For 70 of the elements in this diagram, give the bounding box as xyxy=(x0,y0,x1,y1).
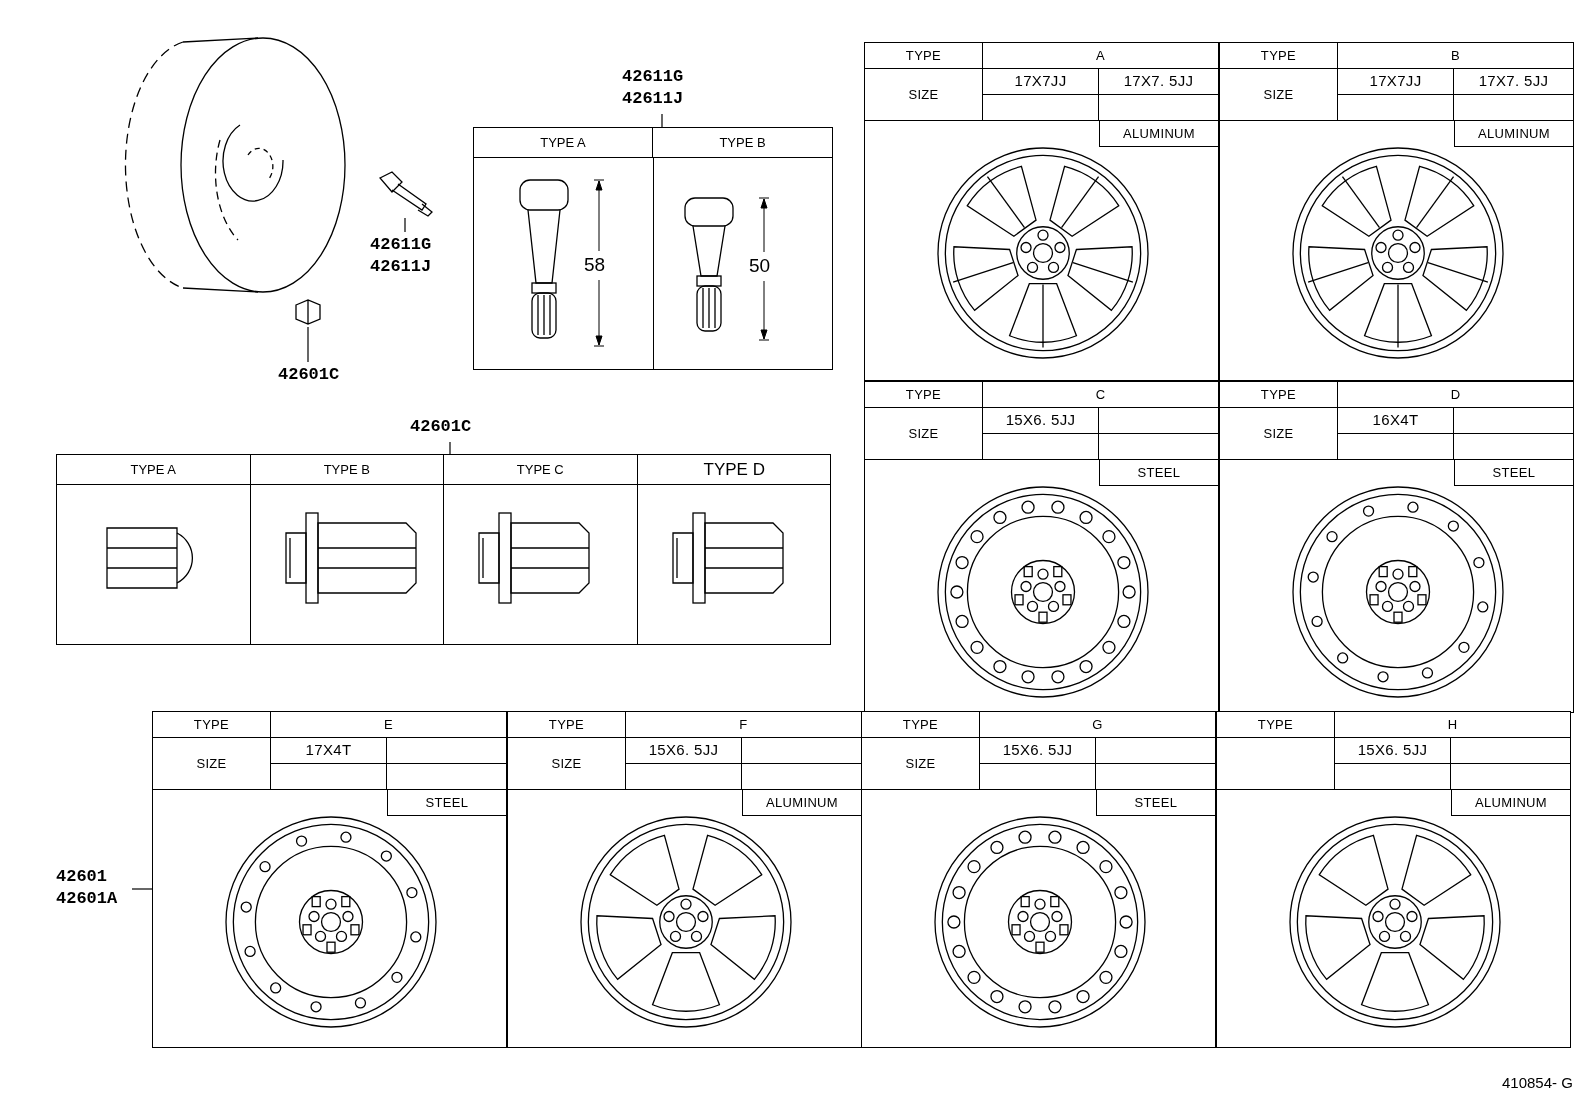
material-label: ALUMINUM xyxy=(1475,793,1547,812)
size-value: 15X6. 5JJ xyxy=(1002,740,1073,761)
table-header: SIZE xyxy=(196,754,227,773)
table-header: TYPE D xyxy=(703,458,765,481)
size-value: 15X6. 5JJ xyxy=(1357,740,1428,761)
wheel-panel xyxy=(507,711,862,1048)
part-number: 42601C xyxy=(410,416,490,440)
table-header: TYPE xyxy=(905,46,942,65)
material-label: ALUMINUM xyxy=(766,793,838,812)
table-header: TYPE B xyxy=(719,133,766,152)
wheel-panel xyxy=(1219,42,1574,381)
parts-table xyxy=(473,127,833,370)
table-header: TYPE B xyxy=(323,460,370,479)
part-number: 42601 42601A xyxy=(56,866,130,912)
drawing-number: 410854- G xyxy=(1502,1074,1573,1091)
table-header: TYPE xyxy=(1260,385,1297,404)
dimension-value: 50 xyxy=(749,255,771,276)
table-header: TYPE A xyxy=(130,460,176,479)
table-header: SIZE xyxy=(908,424,939,443)
type-letter: G xyxy=(1092,715,1103,734)
parts-table xyxy=(56,454,831,645)
table-header: SIZE xyxy=(551,754,582,773)
wheel-panel xyxy=(152,711,507,1048)
table-header: TYPE xyxy=(1260,46,1297,65)
size-value: 17X7. 5JJ xyxy=(1123,71,1194,92)
material-label: STEEL xyxy=(1134,793,1178,812)
leader-line xyxy=(661,113,663,128)
table-header: TYPE C xyxy=(516,460,564,479)
leader-line xyxy=(449,441,451,455)
size-value: 16X4T xyxy=(1372,410,1419,431)
wheel-panel xyxy=(864,42,1219,381)
table-header: SIZE xyxy=(1263,85,1294,104)
size-value: 15X6. 5JJ xyxy=(1005,410,1076,431)
material-label: STEEL xyxy=(1492,463,1536,482)
dimension-value: 58 xyxy=(584,254,606,275)
part-number: 42611G 42611J xyxy=(622,66,702,112)
part-number: 42611G 42611J xyxy=(370,234,450,280)
wheel-panel xyxy=(861,711,1216,1048)
table-header: SIZE xyxy=(908,85,939,104)
type-letter: H xyxy=(1447,715,1458,734)
size-value: 17X7. 5JJ xyxy=(1478,71,1549,92)
table-header: TYPE xyxy=(902,715,939,734)
leader-line xyxy=(131,888,153,890)
type-letter: D xyxy=(1450,385,1461,404)
type-letter: A xyxy=(1096,46,1105,65)
leader-line xyxy=(404,217,406,233)
type-letter: B xyxy=(1451,46,1460,65)
wheel-panel xyxy=(1219,381,1574,713)
wheel-panel xyxy=(1216,711,1571,1048)
part-number: 42601C xyxy=(278,364,358,388)
type-letter: F xyxy=(739,715,748,734)
table-header: TYPE A xyxy=(540,133,586,152)
table-header: TYPE xyxy=(548,715,585,734)
leader-line xyxy=(307,326,309,363)
size-value: 17X7JJ xyxy=(1014,71,1067,92)
table-header: TYPE xyxy=(905,385,942,404)
table-header: TYPE xyxy=(1257,715,1294,734)
size-value: 17X7JJ xyxy=(1369,71,1422,92)
material-label: ALUMINUM xyxy=(1478,124,1550,143)
size-value: 15X6. 5JJ xyxy=(648,740,719,761)
material-label: ALUMINUM xyxy=(1123,124,1195,143)
size-value: 17X4T xyxy=(305,740,352,761)
type-letter: E xyxy=(384,715,393,734)
type-letter: C xyxy=(1095,385,1106,404)
table-header: SIZE xyxy=(1263,424,1294,443)
wheel-panel xyxy=(864,381,1219,713)
material-label: STEEL xyxy=(1137,463,1181,482)
table-header: TYPE xyxy=(193,715,230,734)
table-header: SIZE xyxy=(905,754,936,773)
material-label: STEEL xyxy=(425,793,469,812)
